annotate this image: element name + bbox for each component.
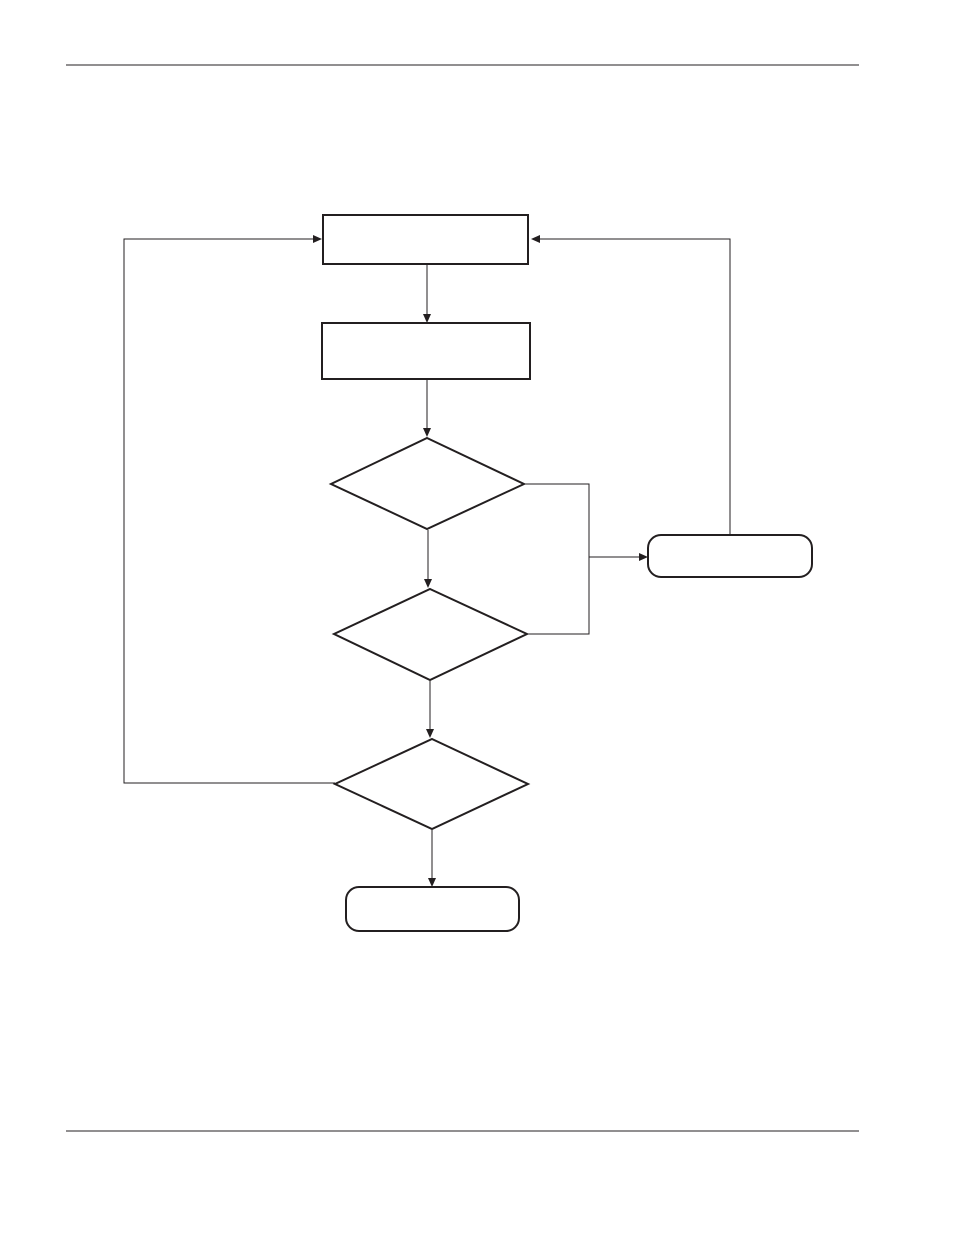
- arrowhead: [424, 579, 432, 588]
- arrowhead: [423, 428, 431, 437]
- edge-side-to-process1: [540, 238, 731, 535]
- arrowhead: [639, 553, 648, 561]
- decision-diamond-1: [328, 436, 527, 531]
- decision-diamond-2: [331, 587, 530, 682]
- arrowhead: [423, 314, 431, 323]
- terminal-side: [647, 534, 813, 578]
- terminal-end: [345, 886, 520, 932]
- edge-decision3-to-process1: [123, 238, 335, 784]
- connectors: [123, 235, 731, 887]
- arrowhead: [313, 235, 322, 243]
- arrowhead: [426, 729, 434, 738]
- process-box-2: [321, 322, 531, 380]
- arrowhead: [531, 235, 540, 243]
- process-box-1: [322, 214, 529, 265]
- arrowhead: [428, 878, 436, 887]
- edge-decisions-to-side-bracket: [524, 483, 590, 635]
- decision-diamond-3: [332, 737, 531, 831]
